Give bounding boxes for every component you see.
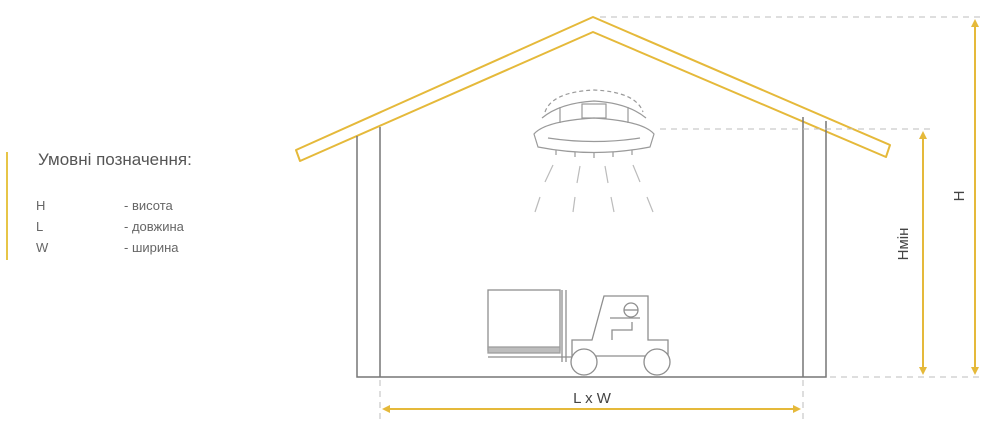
building-walls [356,117,827,378]
dimension-arrows [382,19,979,413]
legend-item-width: W - ширина [36,240,179,255]
legend-symbol: H [36,198,46,213]
legend-item-height: H - висота [36,198,173,213]
dimension-guides [379,16,980,422]
min-height-label: Hмін [895,228,912,261]
legend: Умовні позначення: H- висота L- довжина … [6,150,246,262]
heat-rays [534,164,654,213]
legend-description: - довжина [124,219,184,234]
height-label: H [951,191,968,202]
legend-symbol: L [36,219,44,234]
legend-description: - ширина [124,240,179,255]
legend-accent-bar [6,152,8,260]
floor-size-label: L x W [573,390,612,407]
legend-symbol: W [36,240,49,255]
legend-description: - висота [124,198,173,213]
roof [295,16,891,162]
legend-title: Умовні позначення: [38,150,192,169]
legend-item-length: L - довжина [36,219,184,234]
forklift-icon [487,289,671,376]
ceiling-heater-icon [533,89,655,158]
